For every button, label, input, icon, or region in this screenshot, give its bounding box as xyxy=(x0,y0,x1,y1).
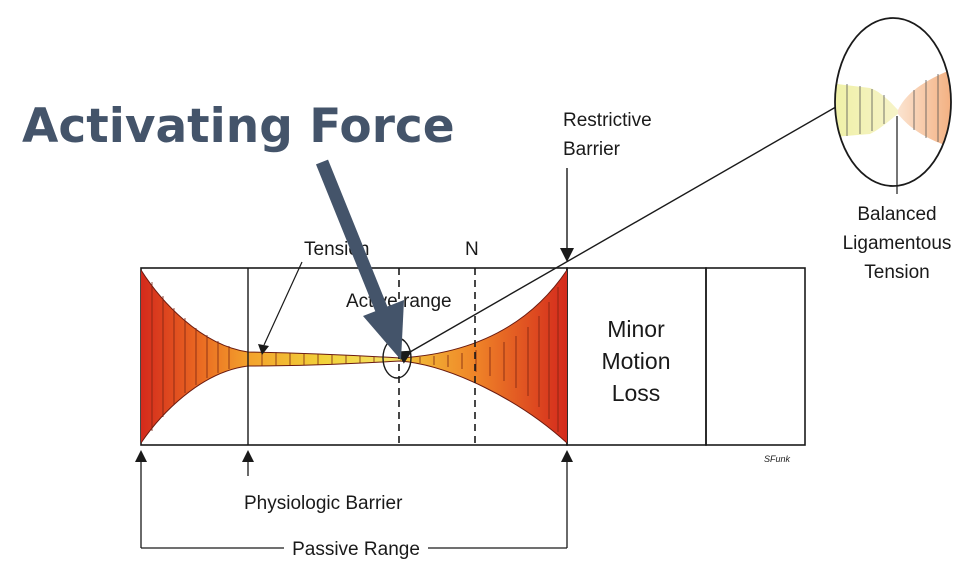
minor-motion-loss-label-3: Loss xyxy=(612,380,661,406)
balanced-ligamentous-label-3: Tension xyxy=(864,262,930,283)
restrictive-barrier-label-1: Restrictive xyxy=(563,110,652,131)
minor-motion-loss-label-2: Motion xyxy=(601,348,670,374)
empty-box xyxy=(705,267,806,446)
tension-band-left xyxy=(141,270,248,443)
zoom-connector-line xyxy=(396,99,849,364)
balanced-ligamentous-label-1: Balanced xyxy=(857,204,936,225)
activating-force-title: Activating Force xyxy=(22,99,455,154)
tension-pointer-arrow xyxy=(263,261,303,346)
tension-band-middle xyxy=(248,352,400,366)
magnified-circle xyxy=(834,17,952,187)
balanced-ligamentous-label-2: Ligamentous xyxy=(843,233,952,254)
signature-label: SFunk xyxy=(764,454,791,464)
arrow-down-right-icon xyxy=(315,159,404,360)
n-label: N xyxy=(465,239,479,260)
minor-motion-loss-label-1: Minor xyxy=(607,316,665,342)
physiologic-barrier-label: Physiologic Barrier xyxy=(244,493,403,514)
band-segment-lines xyxy=(151,282,559,432)
bottom-marker-arrows xyxy=(135,450,573,548)
passive-range-label: Passive Range xyxy=(292,539,420,560)
tension-band-right xyxy=(400,270,567,443)
restrictive-barrier-label-2: Barrier xyxy=(563,139,621,160)
